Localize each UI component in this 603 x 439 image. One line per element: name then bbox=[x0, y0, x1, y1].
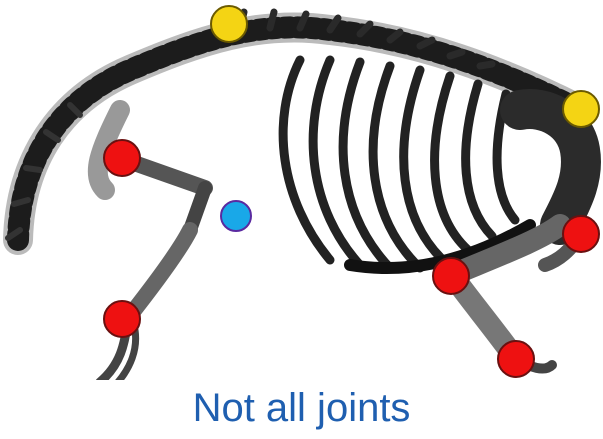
hind-foot-joint-marker bbox=[497, 340, 535, 378]
shoulder-joint-marker bbox=[103, 139, 141, 177]
unlabeled-joint-marker bbox=[220, 200, 252, 232]
hind-hock-joint-marker bbox=[432, 257, 470, 295]
spine-top-joint-marker bbox=[210, 5, 248, 43]
skeleton-illustration bbox=[0, 0, 603, 380]
front-wrist-joint-marker bbox=[103, 300, 141, 338]
hip-joint-marker bbox=[562, 90, 600, 128]
caption-text: Not all joints bbox=[0, 384, 603, 432]
hind-knee-joint-marker bbox=[562, 215, 600, 253]
